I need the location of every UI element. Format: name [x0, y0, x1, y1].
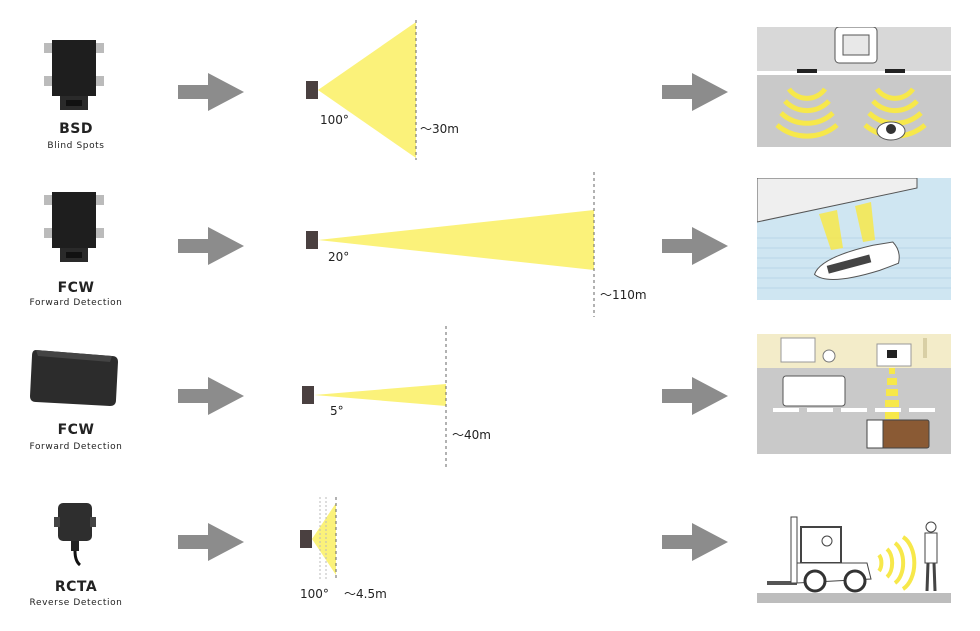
coverage-angle: 100°: [300, 587, 329, 601]
sensor-subtitle: Forward Detection: [29, 298, 123, 308]
right-arrow-icon: [178, 377, 244, 415]
coverage-angle: 5°: [330, 404, 344, 418]
coverage-angle: 100°: [320, 113, 349, 127]
fcw-road-scene-illustration: [757, 334, 951, 454]
radar-sensor-icon: [306, 231, 318, 249]
radar-sensor-icon: [300, 530, 312, 548]
sensor-subtitle: Reverse Detection: [29, 598, 123, 608]
fcw-short-coverage-diagram: [302, 326, 447, 468]
coverage-range: ～4.5m: [344, 587, 387, 601]
rcta-device-image: [54, 503, 96, 567]
sensor-name: FCW: [57, 422, 95, 438]
fcw-ship-scene-illustration: [757, 178, 951, 300]
coverage-angle: 20°: [328, 250, 350, 264]
rcta-coverage-diagram: [300, 497, 337, 581]
fcw-long-coverage-diagram: [306, 172, 595, 317]
sensor-name: FCW: [57, 280, 95, 296]
right-arrow-icon: [662, 227, 728, 265]
radar-sensor-icon: [306, 81, 318, 99]
sensor-row-fcw-short: FCW Forward Detection 5° ～40m: [0, 320, 980, 475]
sensor-row-bsd: BSD Blind Spots 100° ～30m: [0, 0, 980, 160]
right-arrow-icon: [178, 227, 244, 265]
coverage-range: ～30m: [420, 122, 459, 136]
radar-sensor-icon: [302, 386, 314, 404]
bsd-coverage-diagram: [306, 20, 417, 160]
right-arrow-icon: [662, 377, 728, 415]
sensor-name: RCTA: [54, 579, 98, 595]
right-arrow-icon: [662, 73, 728, 111]
sensor-row-rcta: RCTA Reverse Detection 100° ～4.5m: [0, 475, 980, 631]
bsd-device-image: [44, 40, 104, 110]
fcw-box-device-image: [30, 350, 118, 406]
sensor-subtitle: Blind Spots: [47, 141, 105, 151]
coverage-range: ～110m: [600, 288, 647, 302]
rcta-forklift-scene-illustration: [757, 516, 951, 603]
fcw-device-image: [44, 192, 104, 262]
sensor-row-fcw-long: FCW Forward Detection 20° ～110m: [0, 160, 980, 320]
right-arrow-icon: [178, 73, 244, 111]
right-arrow-icon: [178, 523, 244, 561]
sensor-subtitle: Forward Detection: [29, 442, 123, 452]
right-arrow-icon: [662, 523, 728, 561]
coverage-range: ～40m: [452, 428, 491, 442]
sensor-name: BSD: [59, 121, 93, 137]
bsd-scene-illustration: [757, 27, 951, 147]
